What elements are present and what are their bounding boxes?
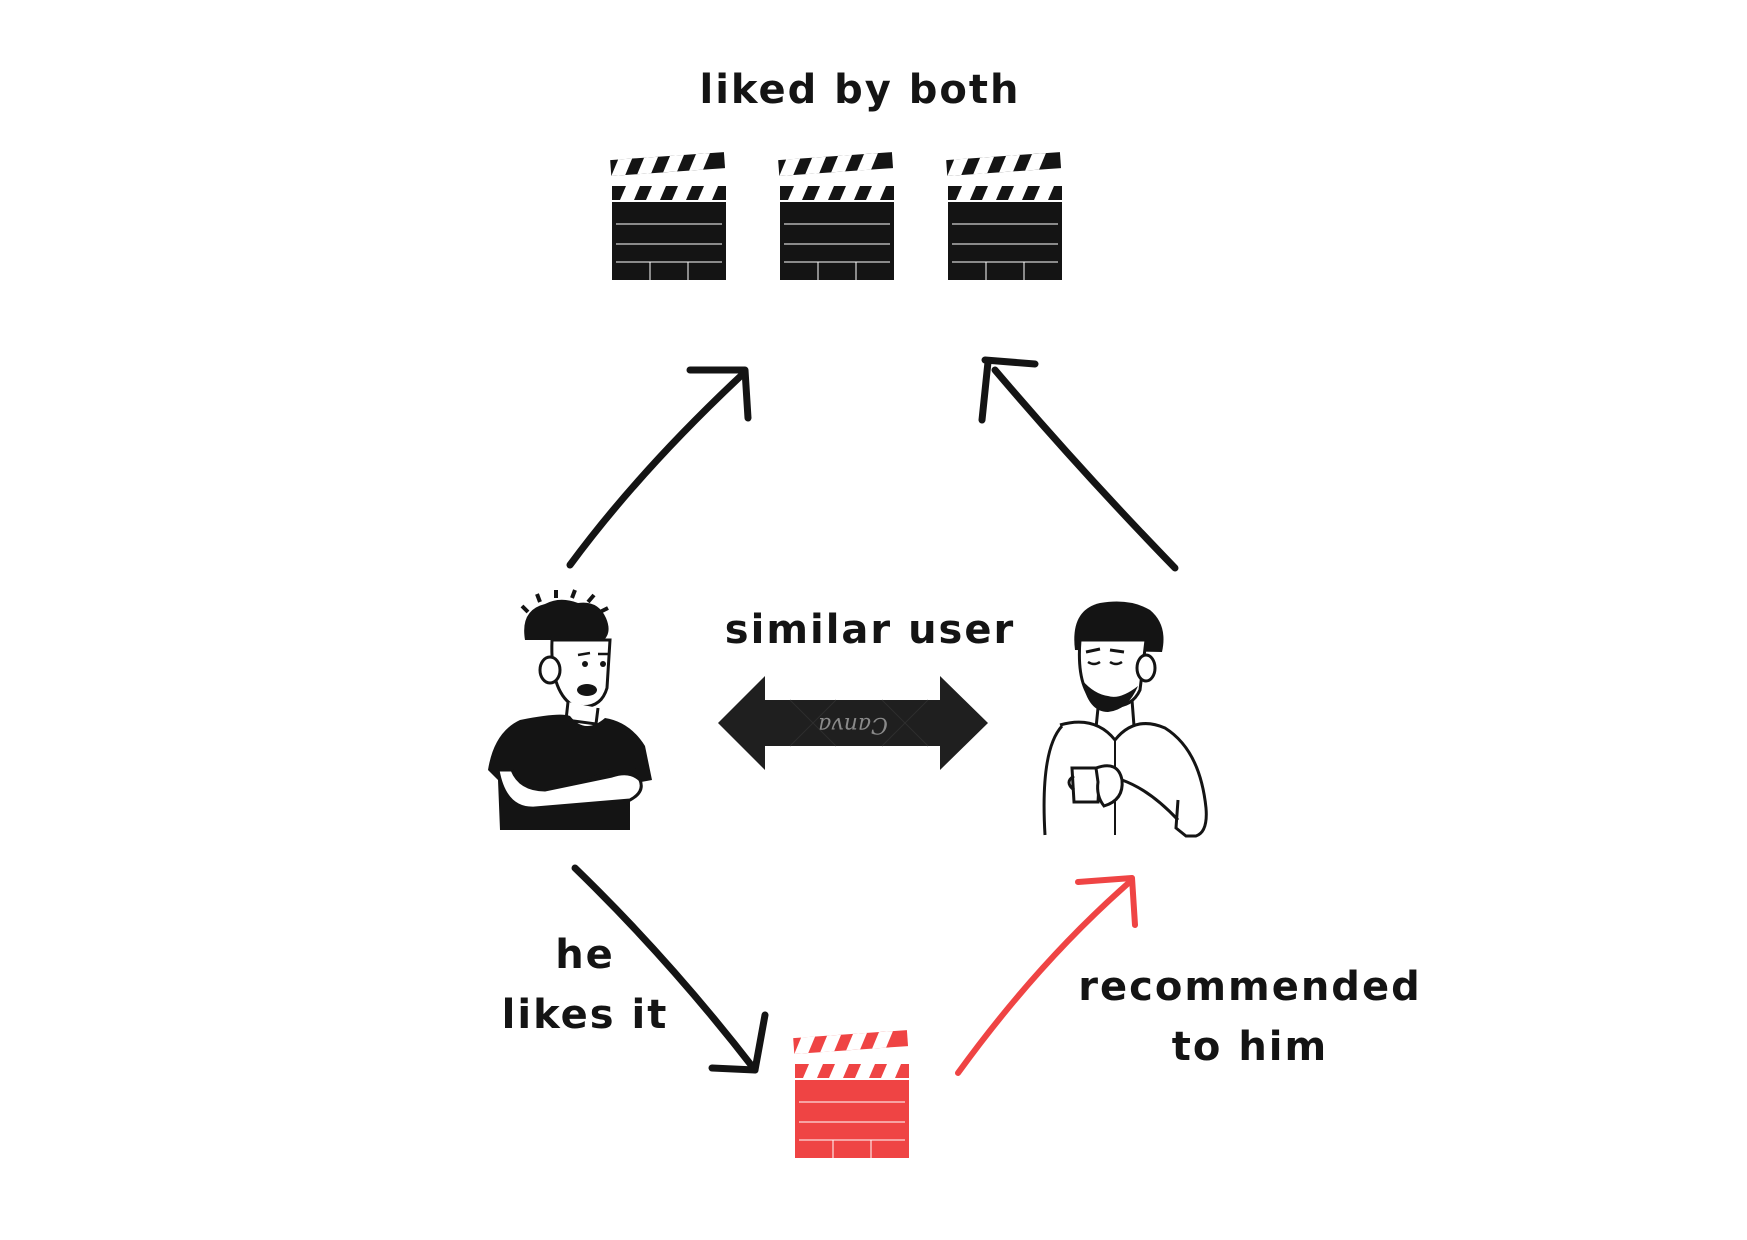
recommended-line-2: to him (1171, 1024, 1329, 1070)
recommended-clapperboard (792, 1029, 910, 1159)
liked-clapperboard-2 (777, 151, 895, 281)
arrow-recommended-to-right-user (955, 875, 1138, 1076)
he-likes-it-line-2: likes it (501, 992, 669, 1038)
user-right (1042, 601, 1208, 838)
arrow-right-to-liked (978, 356, 1179, 572)
he-likes-it-line-1: he (555, 932, 615, 978)
recommended-to-him-label: recommended to him (1050, 957, 1450, 1077)
person-holding-cup-icon (1042, 601, 1208, 838)
similar-user-label: similar user (690, 600, 1050, 660)
arrow-left-to-recommended (571, 864, 769, 1074)
liked-clapperboard-3 (945, 151, 1063, 281)
liked-by-both-label: liked by both (650, 60, 1070, 120)
arrow-left-to-liked (566, 366, 752, 569)
double-arrow-watermark: Canva (818, 712, 888, 737)
person-arms-crossed-icon (488, 589, 652, 830)
liked-clapperboard-1 (609, 151, 727, 281)
recommended-line-1: recommended (1078, 964, 1422, 1010)
he-likes-it-label: he likes it (470, 925, 700, 1045)
double-arrow-icon (718, 676, 988, 770)
user-left (488, 589, 652, 830)
liked-by-both-text: liked by both (699, 67, 1021, 113)
similar-user-text: similar user (724, 607, 1016, 653)
